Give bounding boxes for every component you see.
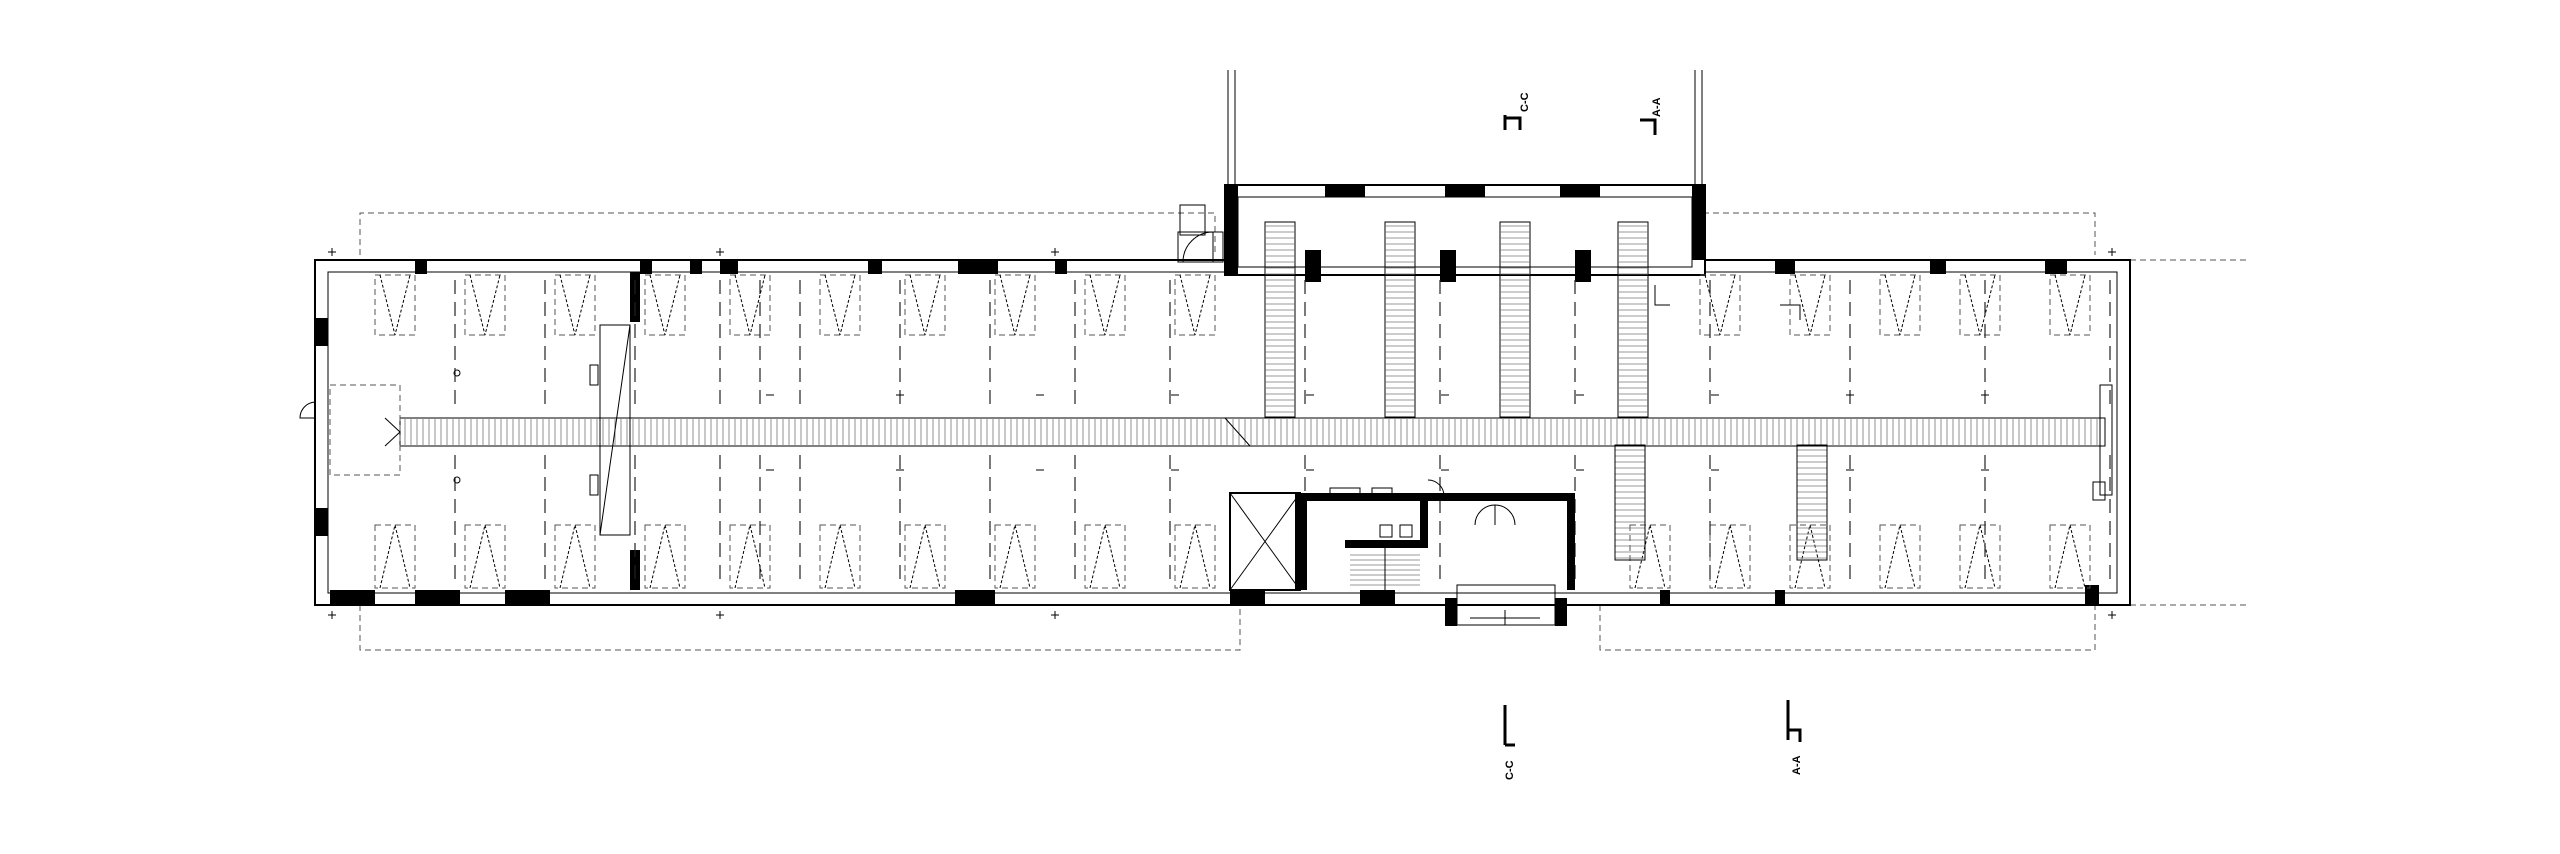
- truss-outline: [729, 524, 771, 589]
- truss-outline: [994, 524, 1036, 589]
- section-label-aa-top: A-A: [1651, 97, 1663, 117]
- truss-outline: [819, 524, 861, 589]
- west-partition: [453, 324, 631, 536]
- truss-chevron: [1884, 274, 1916, 336]
- site-outline-bottom: [359, 605, 2096, 651]
- stair-flight: [1617, 221, 1649, 418]
- truss-chevron: [999, 524, 1031, 589]
- structural-grid-lines: [454, 280, 2111, 585]
- stair-flight: [1264, 221, 1296, 418]
- truss-chevron: [999, 274, 1031, 336]
- truss-chevron: [909, 274, 941, 336]
- section-marker-aa-top: A-A: [1640, 97, 1663, 135]
- truss-outline: [554, 524, 596, 589]
- truss-chevron: [2054, 274, 2086, 336]
- truss-chevron: [734, 274, 766, 336]
- wall-piers: [315, 185, 2099, 605]
- truss-outline: [374, 524, 416, 589]
- truss-chevron: [824, 274, 856, 336]
- truss-outline: [904, 524, 946, 589]
- truss-chevron: [1964, 524, 1996, 589]
- truss-chevron: [649, 274, 681, 336]
- truss-chevron: [1704, 274, 1736, 336]
- northeast-stair: [1614, 285, 1828, 561]
- truss-outline: [464, 524, 506, 589]
- stair-flight: [1384, 221, 1416, 418]
- truss-chevron: [469, 524, 501, 589]
- truss-chevron: [824, 524, 856, 589]
- truss-chevron: [649, 524, 681, 589]
- truss-chevron: [1714, 524, 1746, 589]
- northwest-door: [1177, 204, 1224, 263]
- truss-outline: [644, 524, 686, 589]
- truss-chevron: [1634, 524, 1666, 589]
- section-marker-aa-bottom: A-A: [1786, 700, 1803, 775]
- truss-chevron: [559, 274, 591, 336]
- truss-chevron: [1794, 524, 1826, 589]
- grid-reference-points: [328, 248, 2116, 619]
- north-wing-stairs: [1264, 221, 1827, 559]
- truss-chevron: [1964, 274, 1996, 336]
- truss-chevron: [1884, 524, 1916, 589]
- truss-chevron: [1089, 524, 1121, 589]
- truss-chevron: [379, 524, 411, 589]
- truss-outline: [1174, 524, 1216, 589]
- truss-chevron: [2054, 524, 2086, 589]
- truss-outline: [1789, 524, 1831, 589]
- truss-outline: [1629, 524, 1671, 589]
- section-marker-cc-top: C-C: [1503, 92, 1531, 130]
- truss-outline: [1959, 524, 2001, 589]
- roof-truss-markers-south: [374, 524, 2091, 589]
- section-label-aa-bottom: A-A: [1791, 755, 1803, 775]
- stair-flight: [1499, 221, 1531, 418]
- south-stair-core: [1229, 487, 1445, 591]
- truss-chevron: [1089, 274, 1121, 336]
- roof-truss-markers-north: [374, 274, 2091, 336]
- truss-chevron: [909, 524, 941, 589]
- truss-chevron: [1794, 274, 1826, 336]
- truss-chevron: [559, 524, 591, 589]
- grid-extension-lines: [2130, 259, 2250, 606]
- east-door: [2092, 384, 2113, 501]
- south-lobby: [1427, 479, 1575, 626]
- truss-chevron: [469, 274, 501, 336]
- section-label-cc-bottom: C-C: [1504, 760, 1516, 780]
- truss-outline: [2049, 524, 2091, 589]
- west-entrance: [299, 384, 401, 476]
- section-label-cc-top: C-C: [1519, 92, 1531, 112]
- truss-outline: [1084, 524, 1126, 589]
- truss-chevron: [1179, 524, 1211, 589]
- truss-outline: [1879, 524, 1921, 589]
- truss-chevron: [379, 274, 411, 336]
- section-marker-cc-bottom: C-C: [1503, 705, 1516, 780]
- truss-chevron: [1179, 274, 1211, 336]
